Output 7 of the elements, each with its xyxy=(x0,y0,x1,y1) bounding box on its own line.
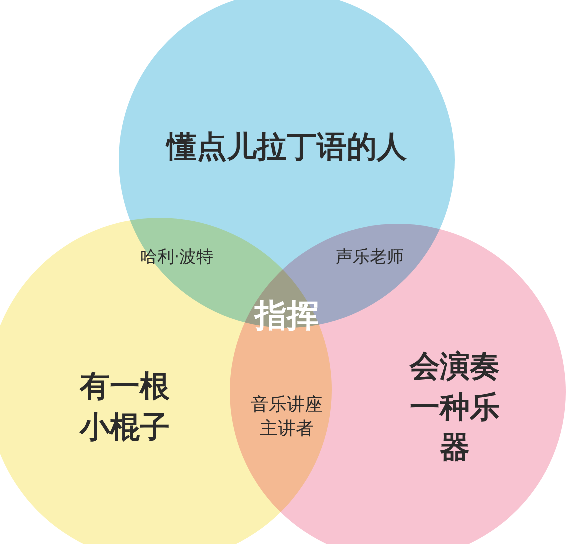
intersection-label: 哈利·波特 xyxy=(139,246,215,270)
intersection-label: 声乐老师 xyxy=(335,246,405,270)
intersection-label: 音乐讲座主讲者 xyxy=(250,394,324,442)
set-label: 懂点儿拉丁语的人 xyxy=(164,128,408,167)
intersection-label: 指挥 xyxy=(253,295,320,336)
set-label: 会演奏一种乐器 xyxy=(408,348,501,468)
set-label: 有一根小棍子 xyxy=(78,368,171,447)
